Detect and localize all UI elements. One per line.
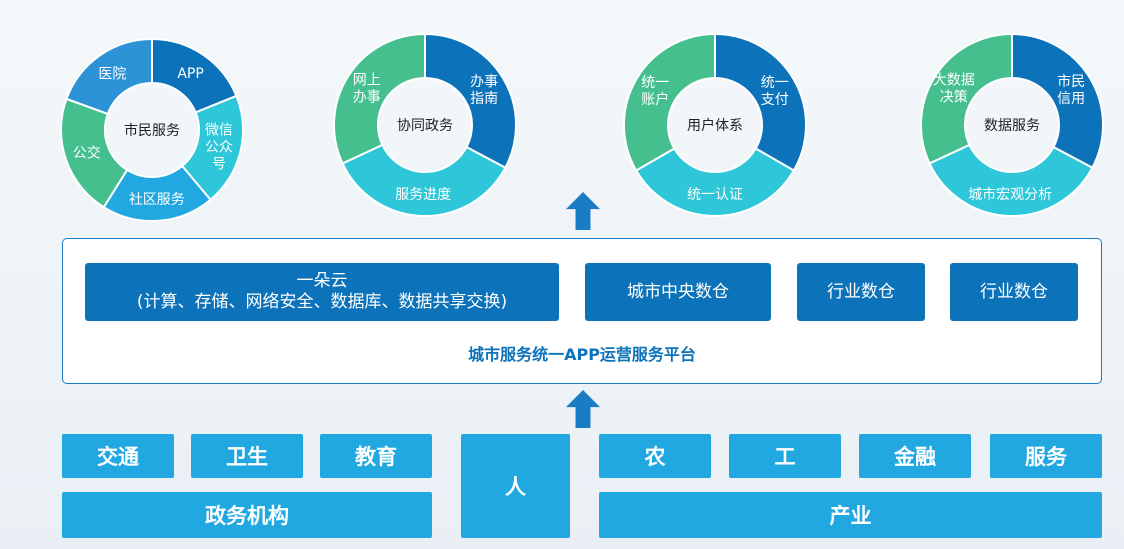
donut-2-center-label: 协同政务 — [397, 118, 453, 134]
central-warehouse-label: 城市中央数仓 — [627, 281, 729, 302]
donut-3-segment-label-3: 统一账户 — [641, 75, 669, 108]
industry-warehouse-box-2: 行业数仓 — [950, 263, 1078, 321]
gov-item-transport: 交通 — [62, 434, 174, 478]
person-box: 人 — [461, 434, 570, 538]
gov-item-education: 教育 — [320, 434, 432, 478]
industry-warehouse-box-1: 行业数仓 — [797, 263, 925, 321]
central-warehouse-box: 城市中央数仓 — [585, 263, 771, 321]
donut-2-segment-2 — [341, 143, 507, 217]
gov-label: 政务机构 — [62, 492, 432, 538]
donut-3-segment-1 — [714, 32, 807, 172]
donut-4-center-label: 数据服务 — [984, 118, 1040, 134]
cloud-box: 一朵云 (计算、存储、网络安全、数据库、数据共享交换) — [85, 263, 559, 321]
donut-1-segment-label-1: APP — [177, 66, 203, 82]
donut-4-segment-3 — [920, 32, 1013, 165]
industry-label: 产业 — [599, 492, 1102, 538]
donut-3-segment-3 — [623, 32, 716, 172]
donut-3-segment-label-1: 统一支付 — [761, 75, 789, 108]
donut-2-segment-label-2: 服务进度 — [395, 187, 451, 203]
donut-1-segment-label-5: 医院 — [98, 66, 126, 82]
donut-2-segment-1 — [424, 32, 517, 170]
industry-warehouse-label-1: 行业数仓 — [827, 281, 895, 302]
platform-title: 城市服务统一APP运营服务平台 — [468, 345, 696, 364]
gov-item-health: 卫生 — [191, 434, 303, 478]
industry-warehouse-label-2: 行业数仓 — [980, 281, 1048, 302]
donut-1-segment-label-4: 公交 — [73, 144, 101, 161]
donut-1-center-label: 市民服务 — [124, 122, 180, 139]
donut-4-segment-2 — [928, 143, 1094, 217]
donut-1-segment-label-2: 微信公众号 — [205, 123, 233, 173]
donut-4-segment-label-1: 市民信用 — [1057, 73, 1085, 107]
donut-1-segment-5 — [65, 37, 153, 116]
industry-item-finance: 金融 — [859, 434, 971, 478]
donut-2-segment-label-1: 办事指南 — [470, 74, 498, 107]
donut-3-segment-2 — [634, 147, 796, 217]
platform-panel: 一朵云 (计算、存储、网络安全、数据库、数据共享交换) 城市中央数仓 行业数仓 … — [62, 238, 1102, 384]
donut-3-segment-label-2: 统一认证 — [687, 187, 743, 203]
donut-4-segment-label-2: 城市宏观分析 — [968, 186, 1052, 203]
donut-2-segment-label-3: 网上办事 — [353, 72, 381, 105]
industry-item-service: 服务 — [990, 434, 1102, 478]
donut-4-segment-label-3: 大数据决策 — [933, 72, 975, 105]
cloud-title: 一朵云 — [296, 271, 348, 291]
industry-item-manufacturing: 工 — [729, 434, 841, 478]
lower-arrow-icon — [566, 390, 600, 428]
donut-1-segment-label-3: 社区服务 — [129, 192, 185, 208]
donut-2-segment-3 — [333, 32, 426, 165]
donut-3-center-label: 用户体系 — [687, 117, 743, 134]
industry-item-agriculture: 农 — [599, 434, 711, 478]
cloud-description: (计算、存储、网络安全、数据库、数据共享交换) — [136, 292, 508, 312]
donut-4-segment-1 — [1011, 32, 1104, 170]
